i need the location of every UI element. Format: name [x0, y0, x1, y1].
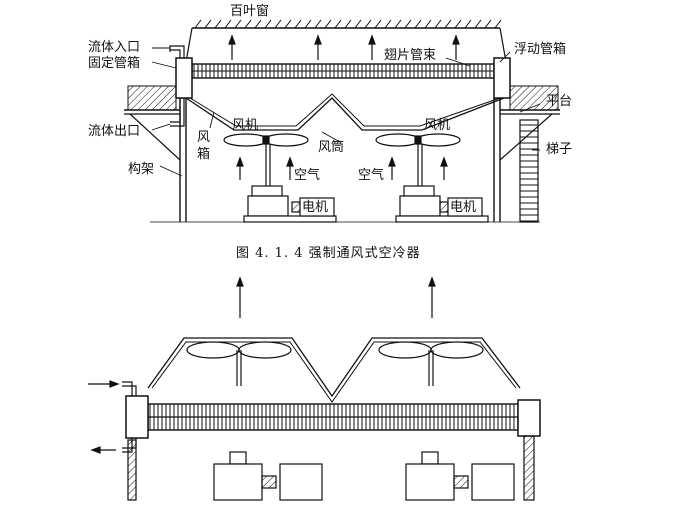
- bottom-tube-bundle: [147, 403, 519, 431]
- figure-caption: 图 4. 1. 4 强制通风式空冷器: [236, 246, 421, 261]
- leader-lines: [151, 47, 541, 177]
- label-motor-right: 电机: [450, 200, 477, 215]
- floating-header: [493, 57, 511, 99]
- platform-left: [124, 85, 181, 161]
- fixed-header: [175, 57, 193, 99]
- drive-left: [243, 185, 337, 223]
- ladder: [519, 119, 539, 223]
- label-fan-left: 风机: [232, 118, 259, 133]
- label-air-left: 空气: [294, 168, 321, 183]
- motor-right: [447, 197, 483, 217]
- fan-right: [375, 133, 461, 186]
- finned-tube-bundle: [191, 63, 495, 79]
- label-floating-header: 浮动管箱: [514, 42, 567, 57]
- induced-fans: [147, 337, 521, 403]
- label-frame: 构架: [128, 162, 155, 177]
- label-fan-ring: 风筒: [318, 140, 345, 155]
- drive-right: [395, 185, 489, 223]
- label-motor-left: 电机: [302, 200, 329, 215]
- fluid-inlet-nozzle: [169, 45, 185, 58]
- bottom-drive-left: [213, 451, 323, 501]
- louver: [192, 19, 502, 29]
- label-air-right: 空气: [358, 168, 385, 183]
- motor-left: [299, 197, 335, 217]
- label-plenum-1: 风: [197, 130, 211, 145]
- label-platform: 平台: [546, 94, 573, 109]
- label-louver: 百叶窗: [230, 4, 270, 19]
- label-ladder: 梯子: [546, 142, 573, 157]
- label-fluid-inlet: 流体入口: [88, 40, 141, 55]
- label-fluid-outlet: 流体出口: [88, 124, 141, 139]
- label-fixed-header: 固定管箱: [88, 56, 141, 71]
- air-flow-arrows-fans: [236, 156, 448, 180]
- bottom-drive-right: [405, 451, 515, 501]
- label-fan-right: 风机: [424, 118, 451, 133]
- plenum: [185, 97, 505, 131]
- air-flow-arrows-bottom: [236, 276, 436, 318]
- air-flow-arrows-top: [228, 34, 460, 60]
- fan-left: [223, 133, 309, 186]
- label-plenum-2: 箱: [197, 147, 211, 162]
- label-finned-tube-bundle: 翅片管束: [384, 48, 437, 63]
